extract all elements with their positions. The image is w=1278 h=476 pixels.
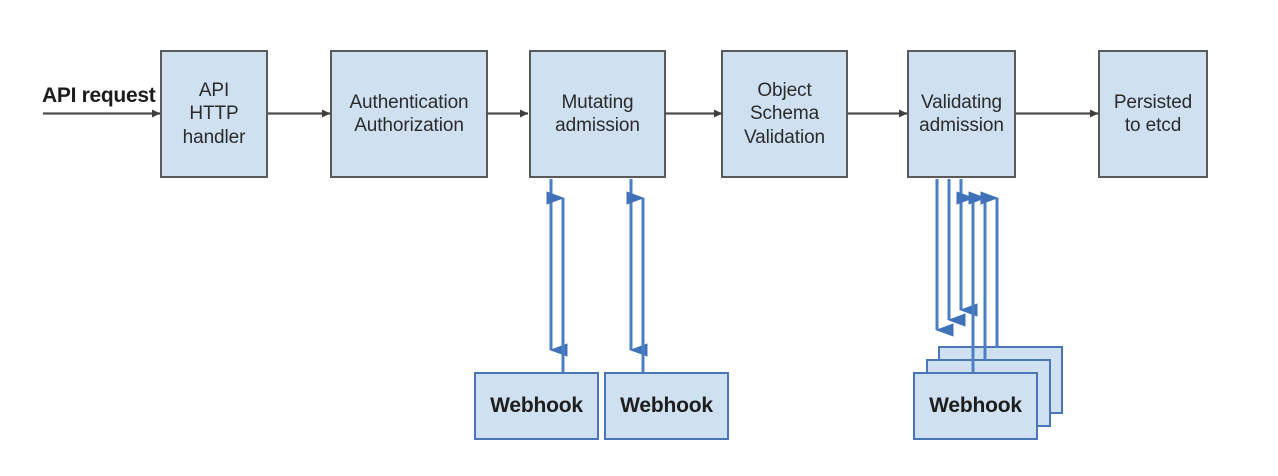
node-persisted-to-etcd[interactable]: Persisted to etcd — [1098, 50, 1208, 178]
node-mutating-admission[interactable]: Mutating admission — [529, 50, 666, 178]
node-api-http-handler[interactable]: API HTTP handler — [160, 50, 268, 178]
node-authentication-authorization[interactable]: Authentication Authorization — [330, 50, 488, 178]
node-validating-admission[interactable]: Validating admission — [907, 50, 1016, 178]
node-object-schema-validation[interactable]: Object Schema Validation — [721, 50, 848, 178]
webhook-box-validating-front[interactable]: Webhook — [913, 372, 1038, 440]
entry-label-api-request: API request — [42, 84, 156, 107]
webhook-box-mutating-2[interactable]: Webhook — [604, 372, 729, 440]
webhook-box-mutating-1[interactable]: Webhook — [474, 372, 599, 440]
